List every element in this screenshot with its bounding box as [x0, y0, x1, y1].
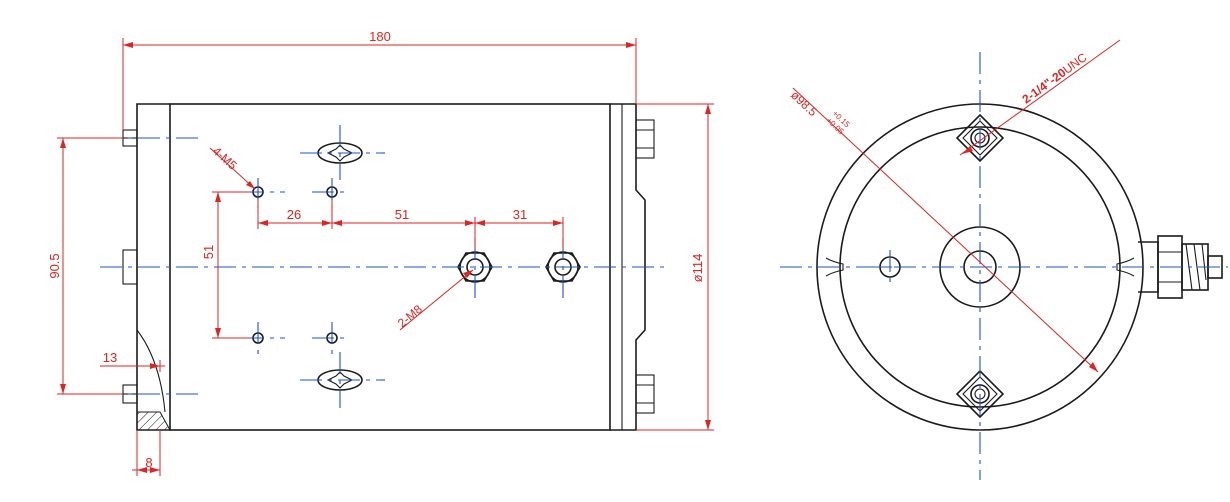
notch-left [825, 257, 844, 277]
rear-bolt-top [635, 119, 655, 159]
rear-cap-outline [610, 103, 646, 431]
dim-hole-horizontal-spacing: 26 [287, 207, 301, 222]
callout-threaded-holes-prefix: 2-1/4"-20 [1020, 65, 1069, 106]
flange-hatch [136, 411, 171, 431]
dim-body-diameter: ø114 [690, 254, 705, 283]
dim-flange-offset: 13 [103, 350, 117, 365]
side-view [122, 103, 655, 431]
end-view-centerlines [780, 52, 1228, 480]
notch-right [1116, 257, 1135, 277]
callout-mounting-holes: 4-M5 [210, 144, 240, 173]
flange-chamfer [136, 329, 166, 413]
callout-threaded-holes: 2-1/4"-20UNC [1020, 50, 1090, 106]
end-view-dimensions: ø98.5 +0.15 +0.05 2-1/4"-20UNC [788, 39, 1121, 373]
dim-stud-spacing: 31 [513, 207, 527, 222]
dim-hole-vertical-spacing: 51 [201, 245, 216, 259]
rear-bolt-bottom [635, 374, 655, 414]
dim-flange-height: 90.5 [47, 253, 62, 278]
dim-hole-to-stud-spacing: 51 [395, 207, 409, 222]
dim-flange-thickness: 8 [145, 455, 152, 470]
side-view-dimensions: 180 90.5 ø114 51 26 51 [47, 29, 714, 476]
callout-pilot-diameter: ø98.5 [788, 88, 820, 119]
callout-terminal-studs: 2-M8 [395, 302, 425, 331]
flange-stud-middle [122, 249, 138, 285]
dim-overall-length: 180 [369, 29, 391, 44]
